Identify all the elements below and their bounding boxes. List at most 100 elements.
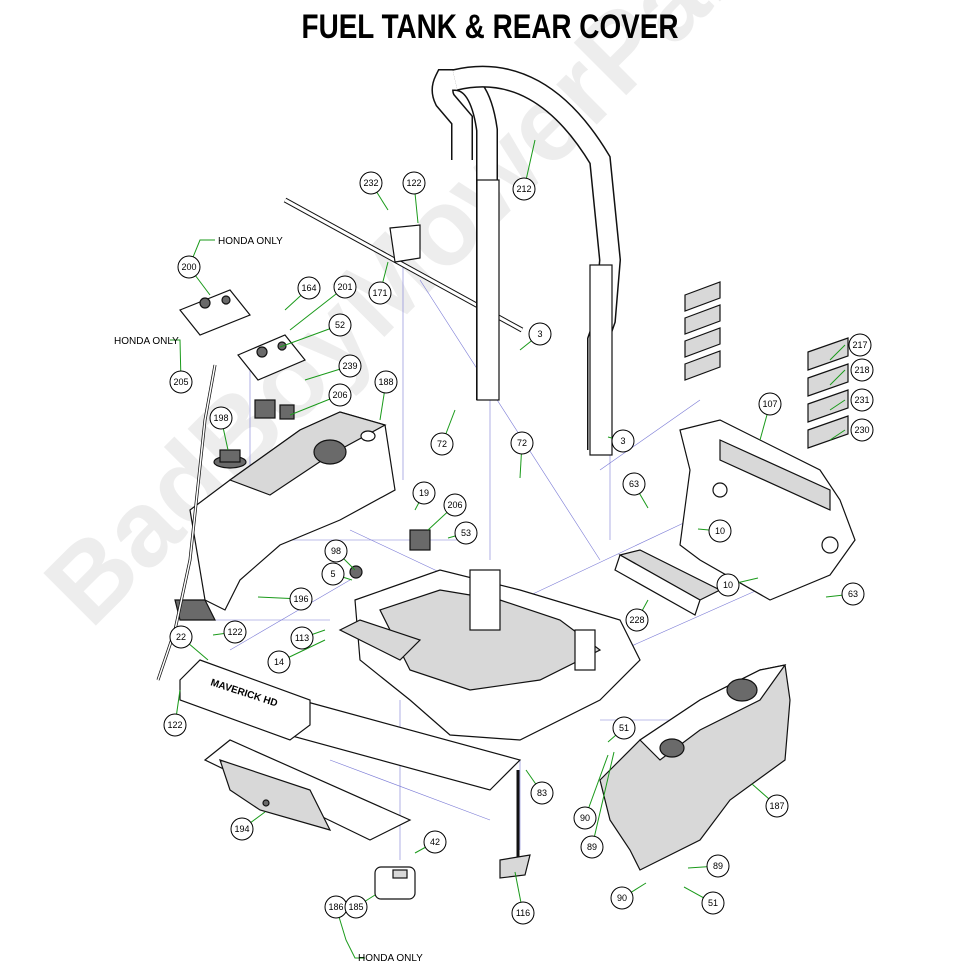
callout-217: 217	[848, 333, 872, 357]
note-honda-only-3: HONDA ONLY	[358, 953, 423, 964]
svg-text:122: 122	[227, 627, 242, 637]
callout-116: 116	[511, 901, 535, 925]
svg-text:187: 187	[769, 801, 784, 811]
callout-107: 107	[758, 392, 782, 416]
callout-3: 3	[611, 429, 635, 453]
lower-bracket-194	[219, 759, 332, 831]
bracket-232	[389, 224, 421, 263]
callout-113: 113	[290, 626, 314, 650]
wire-205	[156, 364, 217, 681]
callout-63: 63	[841, 582, 865, 606]
rear-panel-107	[679, 419, 856, 601]
svg-text:201: 201	[337, 282, 352, 292]
callout-122: 122	[163, 713, 187, 737]
callout-89: 89	[706, 854, 730, 878]
callout-206: 206	[443, 493, 467, 517]
svg-text:5: 5	[330, 569, 335, 579]
callout-72: 72	[430, 432, 454, 456]
svg-text:164: 164	[301, 283, 316, 293]
svg-text:42: 42	[430, 837, 440, 847]
svg-text:10: 10	[715, 526, 725, 536]
svg-text:206: 206	[332, 390, 347, 400]
svg-text:200: 200	[181, 262, 196, 272]
callout-14: 14	[267, 650, 291, 674]
callout-194: 194	[230, 817, 254, 841]
callout-90: 90	[610, 886, 634, 910]
svg-text:186: 186	[328, 902, 343, 912]
callout-42: 42	[423, 830, 447, 854]
rops-bar-212	[431, 65, 622, 456]
callout-10: 10	[716, 573, 740, 597]
callout-63: 63	[622, 472, 646, 496]
svg-text:205: 205	[173, 377, 188, 387]
svg-text:98: 98	[331, 546, 341, 556]
svg-text:171: 171	[372, 288, 387, 298]
svg-text:122: 122	[167, 720, 182, 730]
svg-text:83: 83	[537, 788, 547, 798]
relay-206	[409, 529, 431, 551]
callout-53: 53	[454, 521, 478, 545]
front-plate-22: MAVERICK HD	[179, 659, 311, 741]
svg-text:51: 51	[708, 898, 718, 908]
callout-72: 72	[510, 431, 534, 455]
svg-text:230: 230	[854, 425, 869, 435]
svg-text:232: 232	[363, 178, 378, 188]
svg-text:14: 14	[274, 657, 284, 667]
svg-text:89: 89	[587, 842, 597, 852]
fuel-cap-198	[213, 449, 247, 469]
svg-text:218: 218	[854, 365, 869, 375]
knob-98	[349, 565, 363, 579]
svg-text:239: 239	[342, 361, 357, 371]
svg-text:3: 3	[620, 436, 625, 446]
callout-186: 186	[324, 895, 348, 919]
callout-3: 3	[528, 322, 552, 346]
callout-164: 164	[297, 276, 321, 300]
callout-98: 98	[324, 539, 348, 563]
svg-text:63: 63	[629, 479, 639, 489]
callout-230: 230	[850, 418, 874, 442]
svg-text:185: 185	[348, 902, 363, 912]
callout-228: 228	[625, 608, 649, 632]
svg-text:89: 89	[713, 861, 723, 871]
svg-text:122: 122	[406, 178, 421, 188]
svg-text:113: 113	[295, 633, 309, 643]
left-fuel-tank-188	[174, 411, 396, 621]
svg-text:72: 72	[437, 439, 447, 449]
assembly-guide-lines	[180, 250, 781, 860]
svg-text:228: 228	[629, 615, 644, 625]
callout-196: 196	[289, 587, 313, 611]
svg-text:212: 212	[516, 184, 531, 194]
svg-text:22: 22	[176, 632, 186, 642]
callout-188: 188	[374, 370, 398, 394]
callout-232: 232	[359, 171, 383, 195]
callout-239: 239	[338, 354, 362, 378]
svg-text:217: 217	[852, 340, 867, 350]
callout-185: 185	[344, 895, 368, 919]
note-honda-only-2: HONDA ONLY	[114, 336, 179, 347]
svg-text:116: 116	[516, 908, 530, 918]
module-185	[374, 866, 416, 900]
svg-text:10: 10	[723, 580, 733, 590]
callout-89: 89	[580, 835, 604, 859]
callout-83: 83	[530, 781, 554, 805]
svg-text:196: 196	[293, 594, 308, 604]
callout-5: 5	[321, 562, 345, 586]
callout-212: 212	[512, 177, 536, 201]
callout-187: 187	[765, 794, 789, 818]
callout-200: 200	[177, 255, 201, 279]
svg-text:3: 3	[537, 329, 542, 339]
callout-218: 218	[850, 358, 874, 382]
callout-206: 206	[328, 383, 352, 407]
svg-text:90: 90	[580, 813, 590, 823]
svg-text:53: 53	[461, 528, 471, 538]
support-rod-116	[499, 770, 531, 879]
callout-205: 205	[169, 370, 193, 394]
callout-22: 22	[169, 625, 193, 649]
callout-122: 122	[402, 171, 426, 195]
svg-text:188: 188	[378, 377, 393, 387]
callout-19: 19	[412, 481, 436, 505]
svg-text:19: 19	[419, 488, 429, 498]
svg-text:63: 63	[848, 589, 858, 599]
svg-text:198: 198	[213, 413, 228, 423]
decals-group	[684, 281, 849, 449]
